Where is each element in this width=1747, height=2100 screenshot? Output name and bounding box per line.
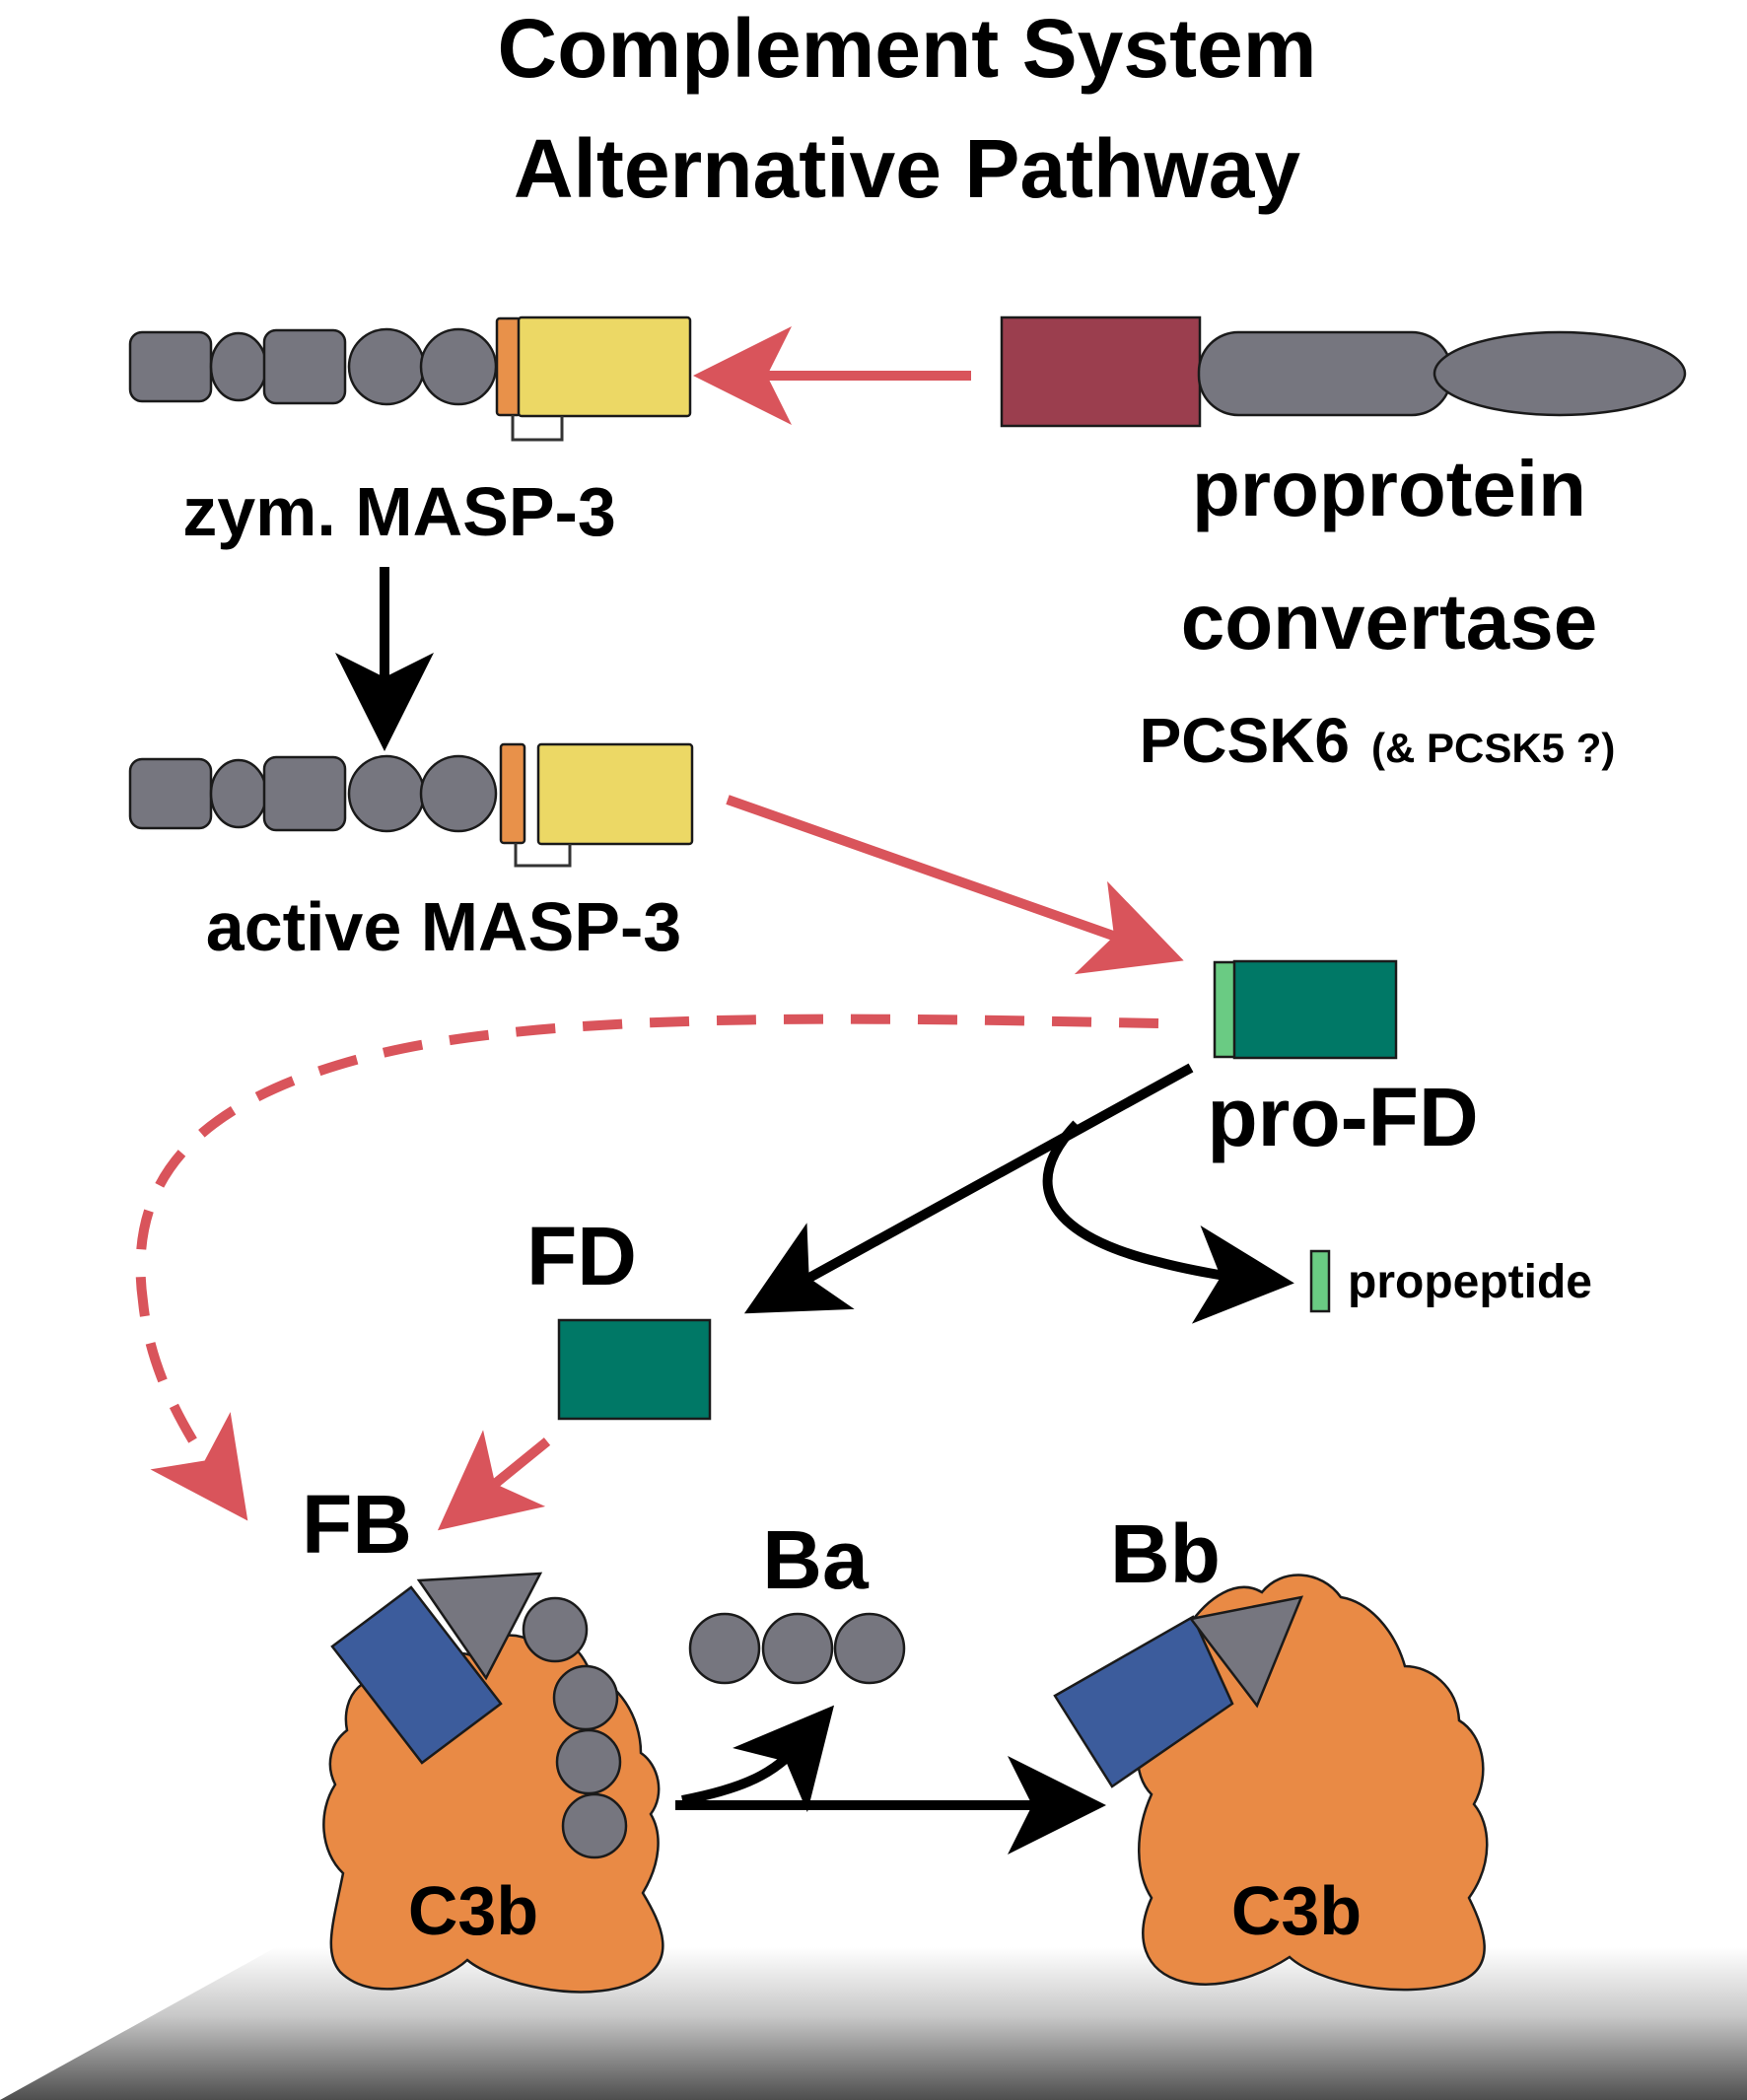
masp3-ccp2-domain <box>419 327 498 406</box>
title-block: Complement System Alternative Pathway <box>498 2 1317 215</box>
c3b-right-label: C3b <box>1231 1872 1362 1949</box>
c3b-left-label: C3b <box>408 1872 538 1949</box>
profd-to-propeptide-arrow <box>1042 1120 1294 1324</box>
fb-ccp1-domain <box>522 1596 589 1663</box>
zymogen-masp3-label: zym. MASP-3 <box>182 473 616 550</box>
masp3-ccp1-domain <box>347 327 426 406</box>
fb-vwa-domain <box>330 1585 503 1765</box>
proprotein-convertase <box>1000 315 1687 428</box>
ba-fragment <box>688 1612 906 1685</box>
title-line-2: Alternative Pathway <box>514 122 1301 215</box>
active-masp3-egf-domain <box>209 758 268 829</box>
c3b-right <box>1136 1574 1489 1992</box>
proprotein-label-line-1: proprotein <box>1192 445 1586 532</box>
pcsk5-label: (& PCSK5 ?) <box>1371 725 1615 771</box>
masp3-activation-peptide <box>495 316 523 417</box>
pro-fd <box>1213 959 1398 1060</box>
active-masp3-disulfide-bridge <box>514 843 572 868</box>
active-masp3-ccp1-domain <box>347 754 426 833</box>
active-masp3-label: active MASP-3 <box>206 888 681 965</box>
convertase-p-domain <box>1197 330 1453 417</box>
ba-label: Ba <box>762 1513 870 1606</box>
bb-vwa-domain <box>1053 1615 1234 1788</box>
masp3-to-profd-arrow <box>726 795 1184 975</box>
fd-label: FD <box>526 1210 637 1302</box>
cell-surface <box>0 1947 1747 2100</box>
ba-release-arrow <box>681 1705 835 1813</box>
active-masp3-cub1-domain <box>128 757 213 830</box>
pro-fd-propeptide <box>1213 960 1238 1059</box>
profd-to-fb-dashed-arrow <box>135 1014 1159 1521</box>
ba-ccp2-domain <box>761 1612 834 1685</box>
pcsk6-label: PCSK6 <box>1140 705 1350 776</box>
bb-serine-protease-domain <box>1188 1595 1304 1709</box>
active-masp3-ccp2-domain <box>419 754 498 833</box>
profd-to-fd-arrow <box>743 1063 1194 1314</box>
bb-label: Bb <box>1110 1507 1221 1600</box>
propeptide-label: propeptide <box>1348 1256 1592 1308</box>
masp3-disulfide-bridge <box>511 415 564 442</box>
convertase-crd-domain <box>1433 330 1687 417</box>
ba-ccp1-domain <box>688 1612 761 1685</box>
pro-fd-label: pro-FD <box>1207 1071 1478 1163</box>
fb-label: FB <box>302 1478 412 1571</box>
released-propeptide <box>1309 1249 1331 1313</box>
active-masp3 <box>128 742 694 868</box>
masp3-cub2-domain <box>262 328 347 405</box>
masp3-cub1-domain <box>128 330 213 403</box>
masp3-egf-domain <box>209 331 268 402</box>
factor-d <box>557 1318 712 1421</box>
ba-ccp3-domain <box>833 1612 906 1685</box>
fb-serine-protease-domain <box>416 1572 543 1681</box>
fb-ccp4-domain <box>561 1792 628 1859</box>
fd-to-fb-arrow <box>437 1430 551 1531</box>
pro-fd-protease-domain <box>1232 959 1398 1060</box>
active-masp3-serine-protease-domain <box>536 742 694 846</box>
active-masp3-cub2-domain <box>262 755 347 832</box>
title-line-1: Complement System <box>498 2 1317 95</box>
fb-ccp3-domain <box>555 1728 622 1795</box>
zymogen-masp3 <box>128 315 692 442</box>
proprotein-label-line-2: convertase <box>1181 578 1597 665</box>
c3b-fb-complex: C3b <box>322 1572 664 1994</box>
fb-ccp2-domain <box>552 1664 619 1731</box>
convertase-catalytic-domain <box>1000 315 1202 428</box>
c3b-bb-complex: C3b <box>1053 1574 1489 1992</box>
masp3-serine-protease-domain <box>517 315 692 418</box>
active-masp3-activation-peptide <box>499 742 526 845</box>
